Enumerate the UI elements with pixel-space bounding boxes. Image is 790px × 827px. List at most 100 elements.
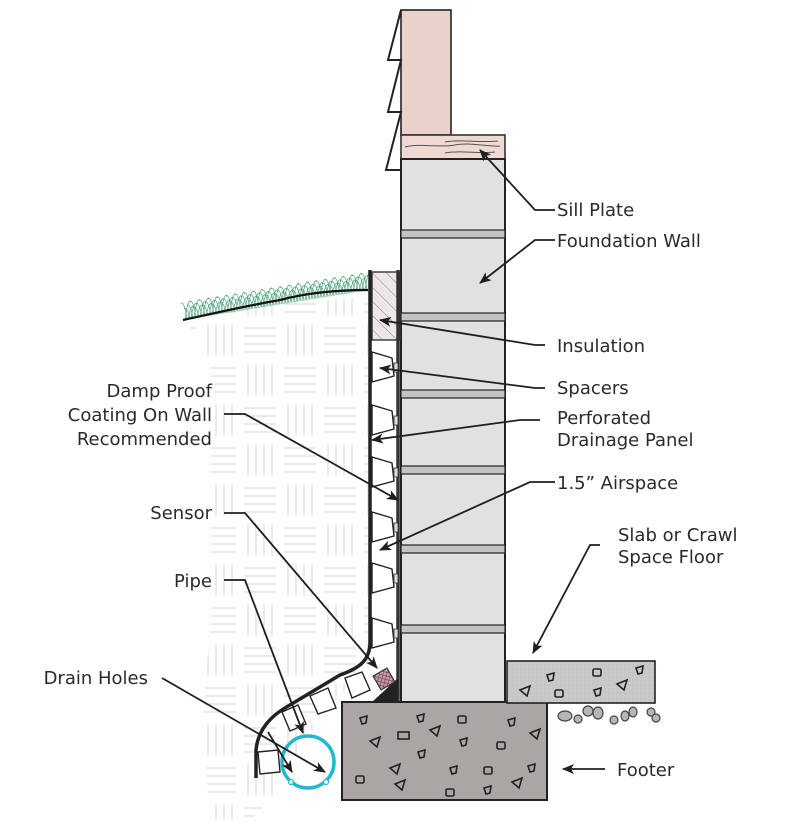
mortar-joint: [400, 544, 506, 554]
sensor: [372, 667, 398, 702]
aggregate-triangle: [393, 778, 407, 792]
grass-blade: [273, 293, 281, 305]
grass-blade: [198, 299, 206, 317]
label-footer: Footer: [617, 760, 675, 781]
grass-blade: [246, 297, 254, 310]
aggregate-pebble: [506, 716, 516, 727]
foundation-wall: [400, 158, 506, 703]
grass-blade: [324, 279, 332, 297]
aggregate-triangle: [528, 727, 542, 741]
grass-blade: [297, 283, 305, 301]
spacer-tab: [393, 628, 399, 639]
grass-blade: [264, 294, 272, 307]
drain-pipe: [280, 734, 336, 790]
gravel-stone: [628, 706, 638, 718]
footer: [341, 701, 548, 801]
grass-blade: [285, 288, 293, 303]
aggregate-pebble: [482, 784, 492, 795]
aggregate-square: [554, 689, 564, 698]
grass-blade: [291, 290, 299, 302]
grass-blade: [306, 282, 314, 300]
grass-blade: [195, 303, 203, 318]
mortar-joint: [400, 624, 506, 634]
aggregate-pebble: [592, 686, 602, 697]
spacer: [371, 351, 395, 383]
label-damp-2: Coating On Wall: [68, 405, 212, 426]
sill-plate: [400, 134, 506, 160]
siding: [384, 9, 452, 171]
label-damp-1: Damp Proof: [107, 381, 213, 402]
grass-blade: [327, 284, 335, 296]
grass-blade: [183, 307, 191, 320]
grass-blade: [357, 276, 365, 292]
aggregate-triangle: [388, 762, 402, 776]
gravel-stone: [573, 714, 583, 724]
gravel: [557, 705, 661, 725]
aggregate-pebble: [416, 748, 426, 759]
ground-line: [182, 288, 369, 322]
label-foundation-wall: Foundation Wall: [557, 231, 701, 252]
grass-blade: [318, 286, 326, 298]
mortar-joint: [400, 389, 506, 399]
aggregate-pebble: [358, 714, 368, 725]
spacer: [371, 511, 395, 543]
grass-blade: [282, 291, 290, 304]
grass-blade: [270, 288, 278, 306]
gravel-stone: [651, 713, 661, 723]
gravel-stone: [609, 715, 619, 725]
grass-blade: [309, 287, 317, 299]
grass-blade: [180, 302, 188, 320]
label-drain-holes: Drain Holes: [44, 668, 148, 689]
spacer-tab: [393, 362, 399, 373]
label-sensor: Sensor: [150, 503, 212, 524]
spacer-tab: [393, 415, 399, 426]
mortar-joint: [400, 229, 506, 239]
drainage-panel: [254, 270, 372, 778]
grass-blade: [300, 288, 308, 301]
aggregate-square: [355, 775, 365, 784]
grass-blade: [330, 281, 338, 296]
aggregate-pebble: [415, 712, 425, 723]
label-spacers: Spacers: [557, 378, 629, 399]
spacer: [371, 617, 395, 649]
gravel-stone: [620, 710, 630, 722]
aggregate-triangle: [510, 776, 524, 790]
gravel-stone: [592, 706, 604, 720]
grass-blade: [351, 274, 359, 293]
aggregate-square: [457, 715, 467, 724]
labels: Sill Plate Foundation Wall Insulation Sp…: [44, 200, 738, 781]
spacer: [371, 562, 395, 594]
aggregate-square: [496, 741, 506, 750]
aggregate-square: [445, 788, 455, 797]
gravel-stone: [557, 710, 573, 722]
spacer-tab: [393, 522, 399, 533]
aggregate-rect: [397, 731, 410, 740]
aggregate-triangle: [615, 678, 629, 692]
grass-blade: [258, 292, 266, 308]
aggregate-pebble: [545, 671, 555, 682]
grass-blade: [186, 304, 194, 319]
slab: [506, 660, 656, 704]
label-slab-1: Slab or Crawl: [618, 525, 737, 546]
spacers: [371, 351, 399, 649]
label-pipe: Pipe: [174, 571, 212, 592]
grass-blade: [279, 286, 287, 304]
label-insulation: Insulation: [557, 336, 645, 357]
grass-blade: [336, 283, 344, 295]
aggregate-pebble: [526, 762, 536, 773]
mortar-joint: [400, 312, 506, 322]
grass-blade: [321, 282, 329, 297]
label-slab-2: Space Floor: [618, 547, 724, 568]
grass-blade: [276, 290, 284, 305]
grass-blade: [315, 280, 323, 298]
gravel-stone: [582, 705, 594, 717]
aggregate-square: [483, 766, 493, 775]
spacer-tab: [393, 573, 399, 584]
spacer: [371, 456, 395, 488]
aggregate-triangle: [428, 724, 442, 738]
spacer-tab: [393, 467, 399, 478]
label-sill-plate: Sill Plate: [557, 200, 634, 221]
grass-blade: [249, 294, 257, 309]
grass-blade: [288, 285, 296, 303]
